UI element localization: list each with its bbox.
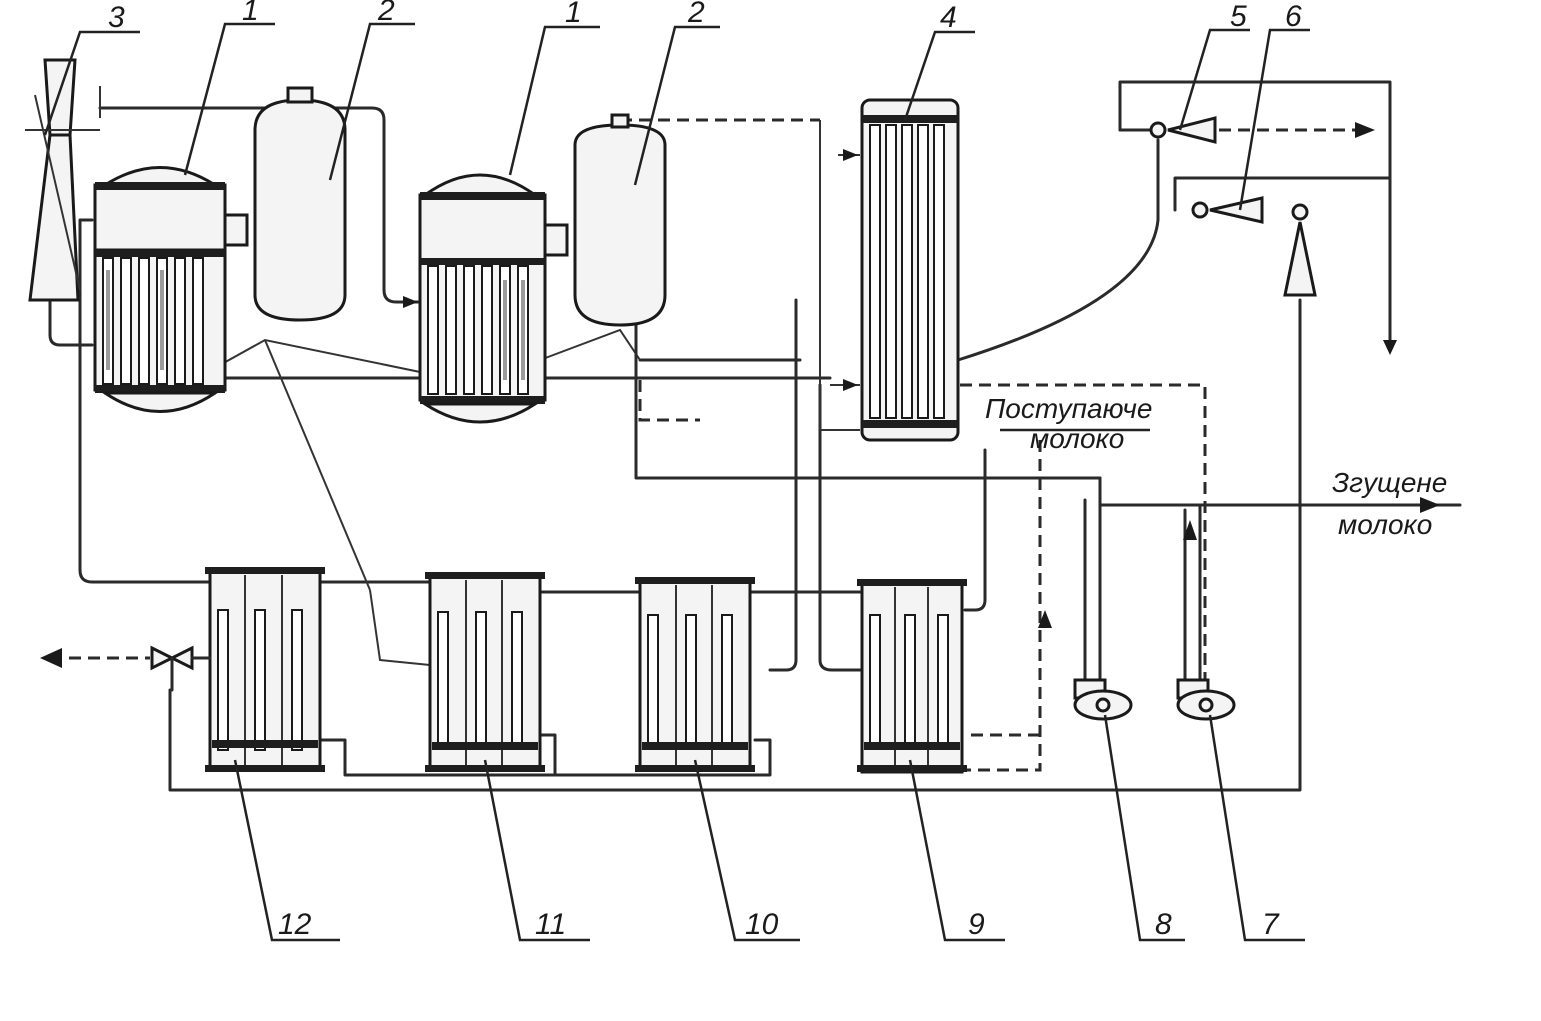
condenser-tubes xyxy=(869,124,945,419)
pump7-up-arrow xyxy=(1183,520,1197,540)
pump-7 xyxy=(1176,678,1236,721)
flow-arrows xyxy=(40,122,1440,668)
callout-9: 9 xyxy=(968,908,985,941)
flow-labels: Поступаюче молоко Згущене молоко xyxy=(985,393,1447,540)
drain-down-arrow xyxy=(1383,340,1397,355)
callout-1-left: 1 xyxy=(242,0,259,27)
separator-2a xyxy=(253,86,347,322)
condenser-column-4 xyxy=(860,98,960,442)
condensed-milk-label-line2: молоко xyxy=(1338,509,1432,540)
callout-11: 11 xyxy=(535,908,566,941)
callout-4: 4 xyxy=(940,1,957,34)
evaporator-1a-tubes xyxy=(102,257,204,385)
callout-numbers: 3 1 2 1 2 4 5 6 12 11 10 9 8 7 xyxy=(108,0,1302,941)
condensed-milk-arrow xyxy=(1420,497,1440,513)
callout-1-right: 1 xyxy=(565,0,582,29)
incoming-milk-label-line2: молоко xyxy=(1030,423,1124,454)
heater-12 xyxy=(205,567,325,772)
callout-2-left: 2 xyxy=(377,0,395,27)
valve-icon xyxy=(150,645,212,692)
callout-2-right: 2 xyxy=(687,0,705,29)
incoming-milk-label-line1: Поступаюче xyxy=(985,393,1152,424)
evaporator-1b xyxy=(418,173,569,424)
pump-8 xyxy=(1073,678,1133,721)
evaporator-1a xyxy=(93,166,249,413)
callout-3: 3 xyxy=(108,1,125,34)
callout-7: 7 xyxy=(1262,908,1280,941)
heater-10 xyxy=(635,577,755,772)
callout-8: 8 xyxy=(1155,908,1172,941)
ejector-6 xyxy=(1191,196,1317,297)
vapor-inlet-arrow xyxy=(403,296,418,308)
outlet-left-arrow xyxy=(40,648,62,668)
callout-6: 6 xyxy=(1285,0,1302,33)
column-inlet-arrow xyxy=(843,149,858,161)
feed-up-arrow xyxy=(1038,610,1052,628)
callout-12: 12 xyxy=(278,908,312,941)
pipe-network xyxy=(48,80,1462,792)
callout-leaders xyxy=(43,22,1310,942)
dashed-flows xyxy=(50,118,1365,772)
callout-10: 10 xyxy=(745,908,779,941)
column-mid-arrow xyxy=(843,379,858,391)
steam-injector-3 xyxy=(25,58,100,302)
condensed-milk-label-line1: Згущене xyxy=(1332,467,1447,498)
heater-9 xyxy=(857,579,967,774)
ejector-exhaust-arrow xyxy=(1355,122,1375,138)
heater-11 xyxy=(425,572,545,772)
separator-2b xyxy=(573,113,667,327)
callout-5: 5 xyxy=(1230,0,1247,33)
evaporator-1b-tubes xyxy=(427,265,529,395)
ejector-5 xyxy=(1149,116,1217,144)
